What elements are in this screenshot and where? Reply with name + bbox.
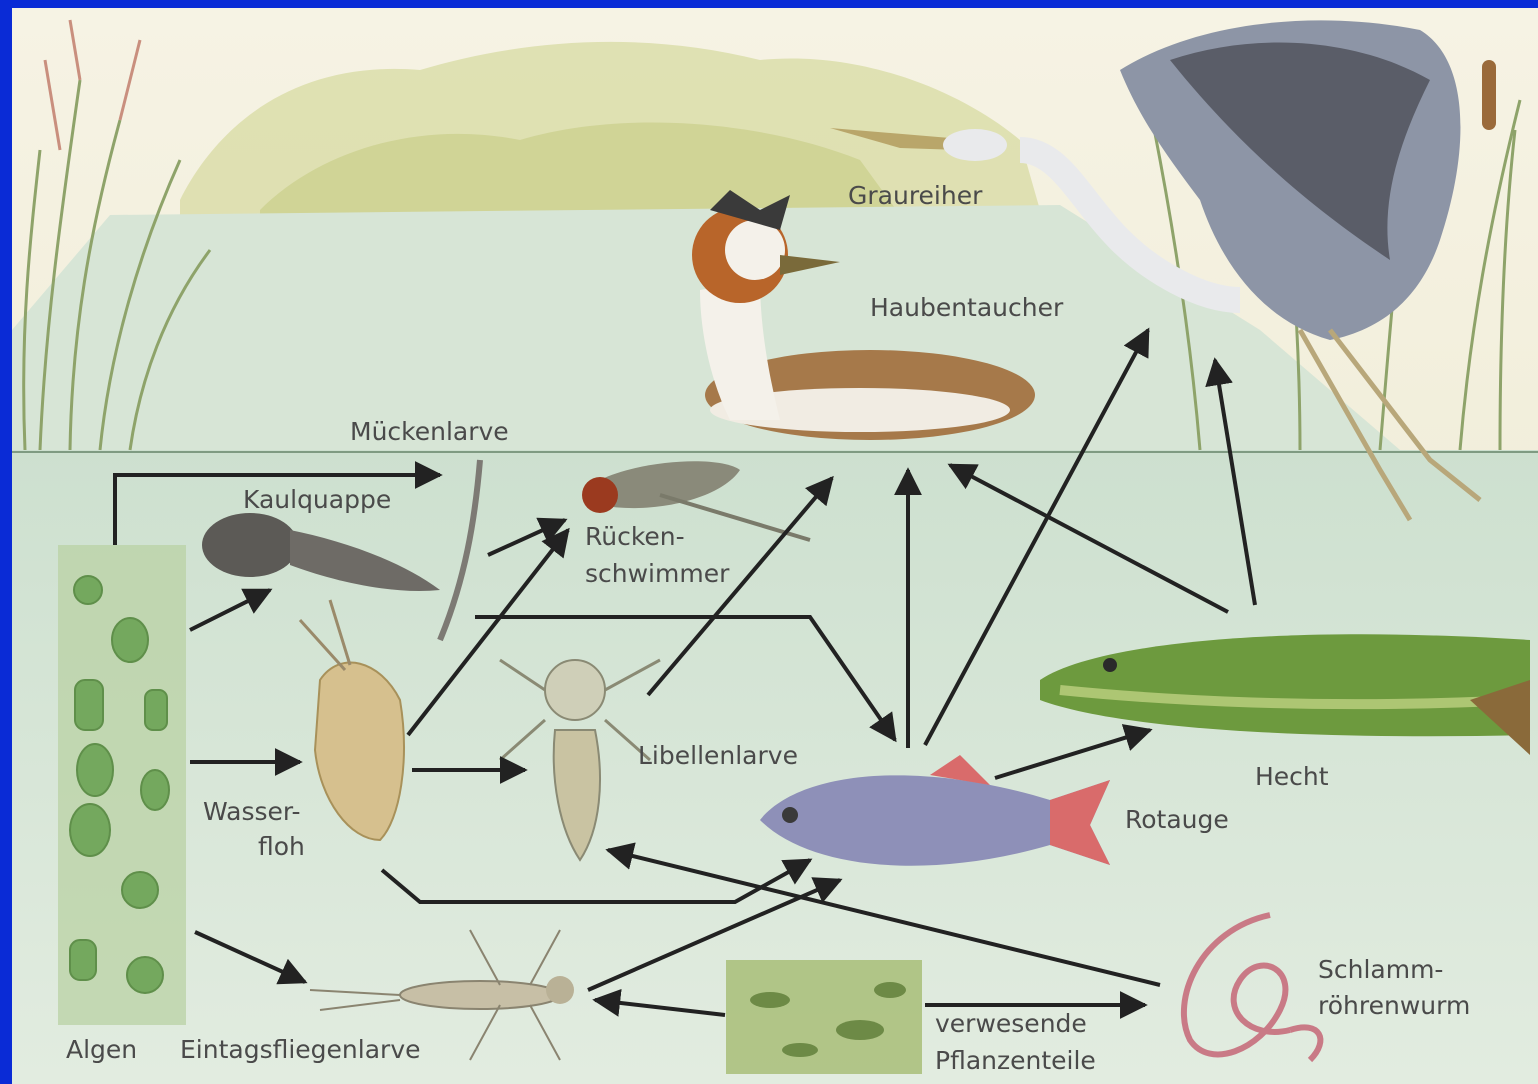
decaying-plant-parts — [726, 960, 922, 1074]
label-libellenlarve: Libellenlarve — [638, 741, 798, 770]
label-schlammroehrenwurm-line1: Schlamm- — [1318, 955, 1443, 984]
label-rotauge: Rotauge — [1125, 805, 1229, 834]
label-schlammroehrenwurm-line2: röhrenwurm — [1318, 991, 1470, 1020]
label-rueckenschwimmer-line1: Rücken- — [585, 522, 685, 551]
label-pflanzenteile-line1: verwesende — [935, 1009, 1087, 1038]
algae — [58, 545, 186, 1025]
label-graureiher: Graureiher — [848, 181, 983, 210]
label-haubentaucher: Haubentaucher — [870, 293, 1064, 322]
label-kaulquappe: Kaulquappe — [243, 485, 391, 514]
cattail — [1482, 60, 1496, 130]
label-algen: Algen — [66, 1035, 137, 1064]
label-wasserfloh-line1: Wasser- — [203, 797, 301, 826]
label-wasserfloh-line2: floh — [258, 832, 305, 861]
label-eintagsfliegenlarve: Eintagsfliegenlarve — [180, 1035, 421, 1064]
label-rueckenschwimmer-line2: schwimmer — [585, 559, 730, 588]
label-pflanzenteile-line2: Pflanzenteile — [935, 1046, 1096, 1075]
label-hecht: Hecht — [1255, 762, 1329, 791]
label-mueckenlarve: Mückenlarve — [350, 417, 509, 446]
